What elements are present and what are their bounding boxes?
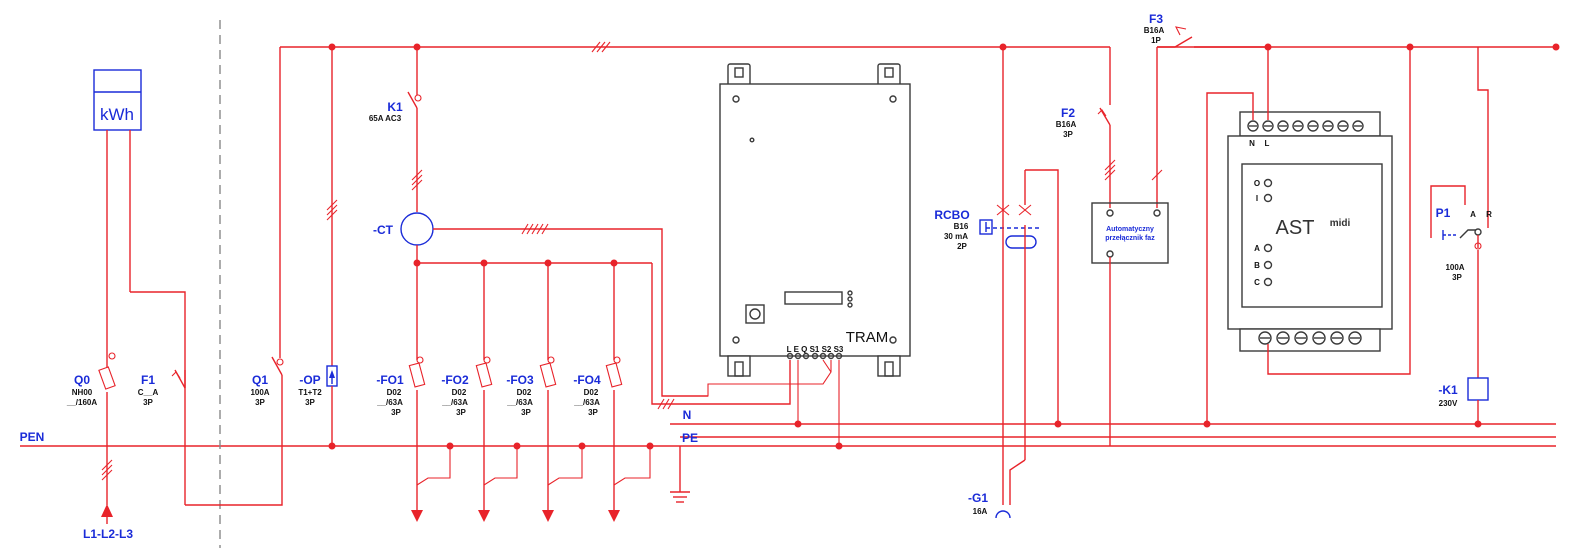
fo2-rating-3: 3P	[456, 408, 466, 417]
fo2-rating-2: __/63A	[441, 398, 468, 407]
rcbo-rating-2: 30 mA	[944, 232, 968, 241]
top-bus-3ph-marks	[591, 41, 611, 53]
f1-rating-2: 3P	[143, 398, 153, 407]
ct-circle	[400, 212, 434, 246]
f1-rating-1: C__A	[138, 388, 159, 397]
ast-terminal-n: N	[1249, 139, 1255, 148]
rcbo-symbol	[979, 47, 1059, 505]
ast-led-o-label: O	[1254, 179, 1260, 188]
ast-input-c-label: C	[1254, 278, 1260, 287]
f3-rating-2: 1P	[1151, 36, 1161, 45]
p1-contact-symbol	[1442, 185, 1489, 378]
g1-socket-icon	[995, 510, 1011, 519]
q1-switch-symbol	[271, 47, 284, 395]
f2-name: F2	[1061, 106, 1075, 120]
p1-rating-2: 3P	[1452, 273, 1462, 282]
q1-name: Q1	[252, 373, 268, 387]
p1-rating-1: 100A	[1445, 263, 1464, 272]
fo2-name: -FO2	[441, 373, 469, 387]
fo1-fuse-symbol	[408, 263, 451, 522]
q1-rating-1: 100A	[250, 388, 269, 397]
kwh-meter-box	[93, 69, 142, 131]
ast-terminal-l: L	[1265, 139, 1270, 148]
k1-contactor-symbol	[407, 47, 422, 212]
k1-coil-rating: 230V	[1439, 399, 1458, 408]
op-rating-1: T1+T2	[298, 388, 322, 397]
rcbo-rating-3: 2P	[957, 242, 967, 251]
supply-label: L1-L2-L3	[83, 527, 133, 541]
g1-name: -G1	[968, 491, 988, 505]
fo3-fuse-symbol	[539, 263, 583, 522]
ast-midi-device	[1227, 111, 1393, 352]
phase-switch-label-2: przełącznik faz	[1105, 235, 1155, 242]
fo2-fuse-symbol	[475, 263, 518, 522]
supply-arrow-icon	[101, 504, 113, 517]
op-name: -OP	[299, 373, 320, 387]
f3-rating-1: B16A	[1144, 26, 1165, 35]
p1-name: P1	[1436, 206, 1451, 220]
ast-led-i-label: I	[1256, 194, 1258, 203]
fo1-name: -FO1	[376, 373, 404, 387]
fo4-name: -FO4	[573, 373, 601, 387]
junction-dots	[328, 43, 1560, 450]
k1-coil-box	[1467, 377, 1489, 401]
fo3-rating-2: __/63A	[506, 398, 533, 407]
pe-label: PE	[682, 431, 698, 445]
fo2-rating-1: D02	[452, 388, 467, 397]
g1-rating: 16A	[973, 507, 988, 516]
f3-breaker-symbol	[1151, 26, 1268, 208]
ast-input-a-label: A	[1254, 244, 1260, 253]
f2-rating-2: 3P	[1063, 130, 1073, 139]
fo1-rating-1: D02	[387, 388, 402, 397]
fo1-rating-3: 3P	[391, 408, 401, 417]
k1-rating: 65A AC3	[369, 114, 402, 123]
k1-name: K1	[387, 100, 403, 114]
p1-contact-r: R	[1486, 210, 1492, 219]
n-label: N	[683, 408, 692, 422]
tram-terminals: L E Q S1 S2 S3	[787, 345, 844, 354]
k1-coil-name: -K1	[1438, 383, 1458, 397]
phase-switch-label-1: Automatyczny	[1106, 226, 1154, 233]
rcbo-rating-1: B16	[954, 222, 969, 231]
tram-device	[719, 63, 911, 377]
fo3-rating-3: 3P	[521, 408, 531, 417]
earth-icon	[670, 446, 690, 503]
ct-name: -CT	[373, 223, 394, 237]
q1-rating-2: 3P	[255, 398, 265, 407]
fo4-rating-3: 3P	[588, 408, 598, 417]
rcbo-name: RCBO	[934, 208, 969, 222]
phase-switch-box	[1091, 202, 1169, 264]
fo3-name: -FO3	[506, 373, 534, 387]
q0-rating-2: __/160A	[66, 398, 97, 407]
pen-label: PEN	[20, 430, 45, 444]
f1-name: F1	[141, 373, 155, 387]
q0-rating-1: NH00	[72, 388, 93, 397]
kwh-meter-label: kWh	[100, 105, 134, 124]
ast-top-terminals	[1247, 120, 1364, 132]
q0-name: Q0	[74, 373, 90, 387]
fo4-rating-2: __/63A	[573, 398, 600, 407]
f2-rating-1: B16A	[1056, 120, 1077, 129]
fo4-rating-1: D02	[584, 388, 599, 397]
ast-brand: AST	[1276, 217, 1315, 239]
ast-model: midi	[1330, 218, 1351, 229]
f3-name: F3	[1149, 12, 1163, 26]
ast-bottom-terminals	[1258, 331, 1362, 345]
op-surge-symbol	[326, 47, 338, 446]
fo3-rating-1: D02	[517, 388, 532, 397]
fo1-rating-2: __/63A	[376, 398, 403, 407]
f2-breaker-symbol	[1097, 47, 1111, 208]
fo4-fuse-symbol	[605, 263, 651, 522]
ast-input-b-label: B	[1254, 261, 1260, 270]
q0-fuse-symbol	[98, 352, 116, 505]
f1-breaker-symbol	[171, 369, 283, 506]
tram-label: TRAM	[846, 329, 889, 346]
p1-contact-a: A	[1470, 210, 1476, 219]
op-rating-2: 3P	[305, 398, 315, 407]
